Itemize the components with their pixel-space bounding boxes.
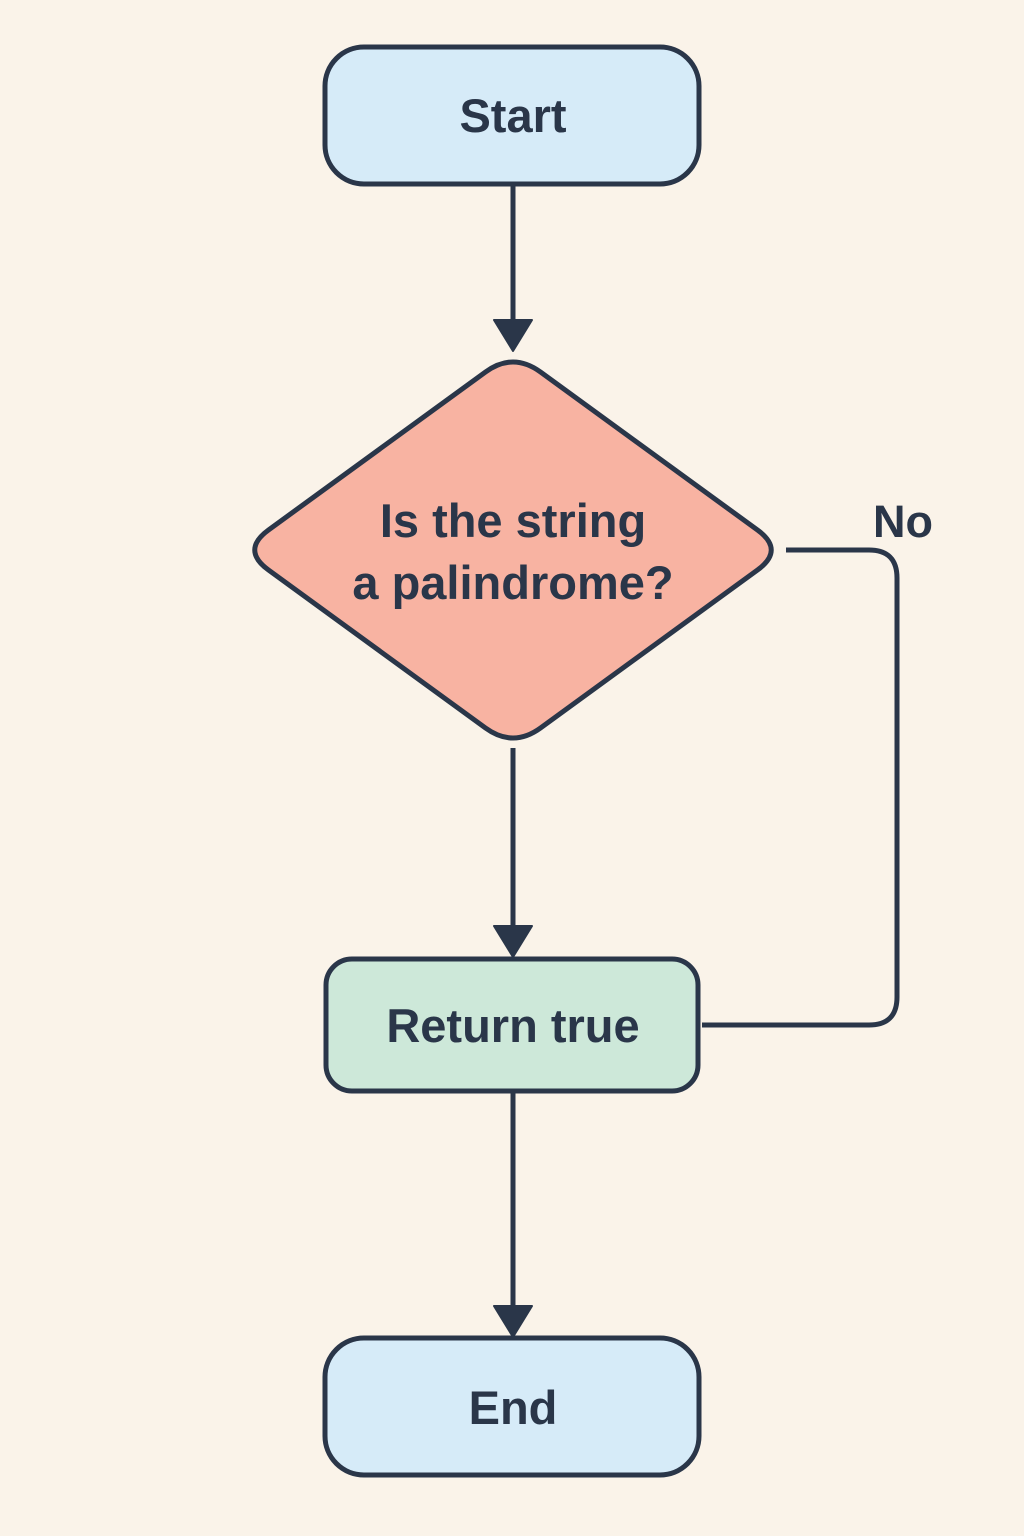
edge-line — [702, 547, 900, 1028]
edge-no-branch: No — [702, 496, 933, 1028]
end-node-label: End — [469, 1381, 558, 1434]
edge-start-to-decision — [493, 185, 533, 352]
end-node-shape — [322, 1335, 702, 1478]
edge-decision-to-process — [493, 748, 533, 958]
decision-node: Is the string a palindrome? — [252, 359, 774, 741]
edge-process-to-end — [493, 1092, 533, 1338]
arrow-down-icon — [493, 319, 533, 352]
start-node-shape — [322, 44, 702, 187]
arrow-down-icon — [493, 1305, 533, 1338]
start-node: Start — [322, 44, 702, 187]
decision-node-shape — [252, 359, 774, 741]
edge-label-no: No — [873, 496, 933, 547]
start-node-label: Start — [459, 89, 566, 142]
process-node: Return true — [323, 956, 701, 1094]
arrow-down-icon — [493, 925, 533, 958]
end-node: End — [322, 1335, 702, 1478]
decision-label-line1: Is the string — [380, 494, 646, 547]
process-node-label: Return true — [386, 999, 639, 1052]
decision-label-line2: a palindrome? — [352, 556, 673, 609]
process-node-shape — [323, 956, 701, 1094]
